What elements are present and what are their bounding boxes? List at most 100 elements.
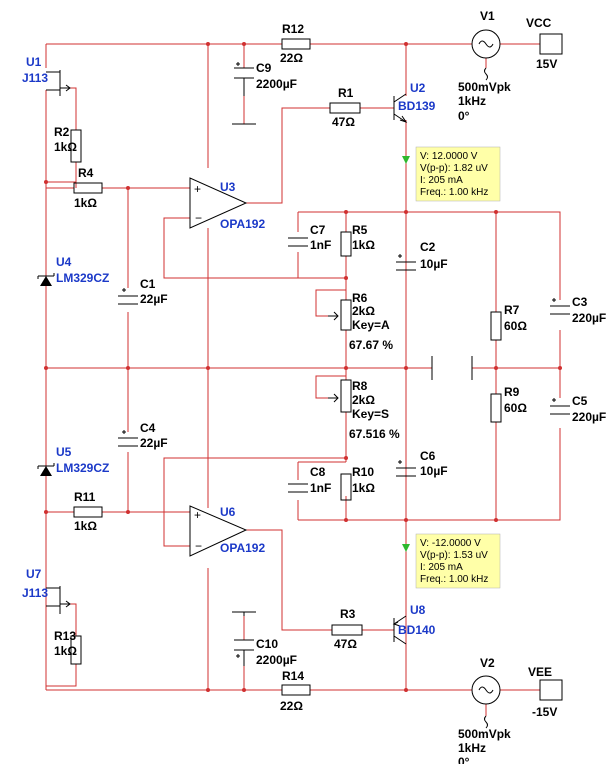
c3-value: 220µF: [572, 311, 606, 325]
u5-symbol: [37, 463, 55, 476]
c1-ref: C1: [140, 277, 156, 291]
probe-top-v: V: 12.0000 V: [420, 151, 478, 162]
u2-ref: U2: [410, 81, 426, 95]
v2-freq: 1kHz: [458, 741, 486, 755]
v2-amplitude: 500mVpk: [458, 727, 511, 741]
probe-top-freq: Freq.: 1.00 kHz: [420, 187, 488, 198]
svg-text:+: +: [194, 182, 201, 196]
r12-symbol: [281, 38, 311, 50]
r10-value: 1kΩ: [352, 481, 375, 495]
u8-symbol: [392, 615, 407, 645]
u2-symbol: [393, 93, 408, 123]
probe-top-vpp: V(p-p): 1.82 uV: [420, 163, 488, 174]
u3-symbol: + −: [189, 177, 248, 229]
r3-ref: R3: [340, 607, 356, 621]
probe-bottom-box: V: -12.0000 V V(p-p): 1.53 uV I: 205 mA …: [415, 533, 501, 589]
c4-symbol: [118, 430, 138, 447]
c7-ref: C7: [310, 223, 326, 237]
c2-ref: C2: [420, 240, 436, 254]
r3-symbol: [331, 624, 363, 636]
c6-value: 10µF: [420, 464, 448, 478]
r13-value: 1kΩ: [54, 644, 77, 658]
u6-symbol: + −: [189, 505, 248, 557]
r8-ref: R8: [352, 379, 368, 393]
r6-value: 2kΩ: [352, 304, 375, 318]
v1-freq: 1kHz: [458, 94, 486, 108]
r6-symbol: [340, 299, 352, 331]
vee-label: VEE: [528, 665, 552, 679]
c3-symbol: [550, 298, 570, 315]
c4-value: 22µF: [140, 436, 168, 450]
c1-value: 22µF: [140, 292, 168, 306]
r12-ref: R12: [282, 22, 304, 36]
r4-ref: R4: [78, 166, 94, 180]
probe-bottom-vpp: V(p-p): 1.53 uV: [420, 550, 488, 561]
r4-value: 1kΩ: [74, 196, 97, 210]
c2-symbol: [396, 254, 416, 271]
v2-phase: 0°: [458, 755, 470, 764]
r2-symbol: [70, 129, 82, 163]
vee-connector: [539, 679, 563, 701]
u6-ref: U6: [220, 505, 236, 519]
c1-symbol: [118, 288, 138, 305]
r9-ref: R9: [504, 385, 520, 399]
probe-top-marker[interactable]: [402, 156, 410, 164]
v2-ref: V2: [480, 656, 495, 670]
c9-symbol: [232, 62, 256, 125]
probe-bottom-i: I: 205 mA: [420, 562, 463, 573]
probe-bottom-marker[interactable]: [402, 544, 410, 552]
r11-ref: R11: [74, 490, 96, 504]
c5-ref: C5: [572, 394, 588, 408]
r6-ref: R6: [352, 291, 368, 305]
u1-symbol: [46, 70, 71, 96]
r8-symbol: [340, 379, 352, 413]
c7-symbol: [288, 237, 308, 247]
v1-symbol: [471, 29, 501, 81]
vee-value: -15V: [532, 705, 557, 719]
c3-ref: C3: [572, 295, 588, 309]
r9-symbol: [490, 393, 502, 423]
u1-ref: U1: [26, 55, 42, 69]
u1-part: J113: [22, 71, 48, 85]
wires: [45, 43, 561, 716]
c5-symbol: [550, 398, 570, 415]
r5-value: 1kΩ: [352, 238, 375, 252]
c5-value: 220µF: [572, 410, 606, 424]
probe-bottom-freq: Freq.: 1.00 kHz: [420, 574, 488, 585]
u5-ref: U5: [56, 445, 72, 459]
u7-ref: U7: [26, 567, 42, 581]
probe-bottom-v: V: -12.0000 V: [420, 538, 481, 549]
r2-ref: R2: [54, 125, 70, 139]
c10-ref: C10: [256, 637, 278, 651]
probe-top-box: V: 12.0000 V V(p-p): 1.82 uV I: 205 mA F…: [415, 146, 501, 202]
c8-ref: C8: [310, 465, 326, 479]
svg-text:−: −: [195, 539, 202, 553]
svg-text:−: −: [195, 211, 202, 225]
u4-symbol: [37, 273, 55, 286]
r1-ref: R1: [338, 86, 354, 100]
c8-value: 1nF: [310, 481, 331, 495]
c10-symbol: [232, 611, 256, 666]
r14-symbol: [281, 684, 311, 696]
r14-value: 22Ω: [280, 699, 303, 713]
c2-value: 10µF: [420, 257, 448, 271]
r8-percent[interactable]: 67.516 %: [349, 427, 400, 441]
r12-value: 22Ω: [280, 51, 303, 65]
u7-symbol: [46, 586, 71, 614]
u8-ref: U8: [410, 603, 426, 617]
r6-key: Key=A: [352, 318, 390, 332]
v2-symbol: [471, 675, 501, 729]
c6-ref: C6: [420, 449, 436, 463]
u2-part: BD139: [398, 99, 436, 113]
r8-key: Key=S: [352, 407, 389, 421]
c6-symbol: [396, 460, 416, 477]
v1-ref: V1: [480, 9, 495, 23]
u4-part: LM329CZ: [56, 271, 109, 285]
r6-percent[interactable]: 67.67 %: [349, 338, 393, 352]
u3-ref: U3: [220, 180, 236, 194]
u7-part: J113: [22, 586, 48, 600]
r13-symbol: [70, 635, 82, 665]
u3-part: OPA192: [220, 217, 265, 231]
c8-symbol: [288, 483, 308, 493]
